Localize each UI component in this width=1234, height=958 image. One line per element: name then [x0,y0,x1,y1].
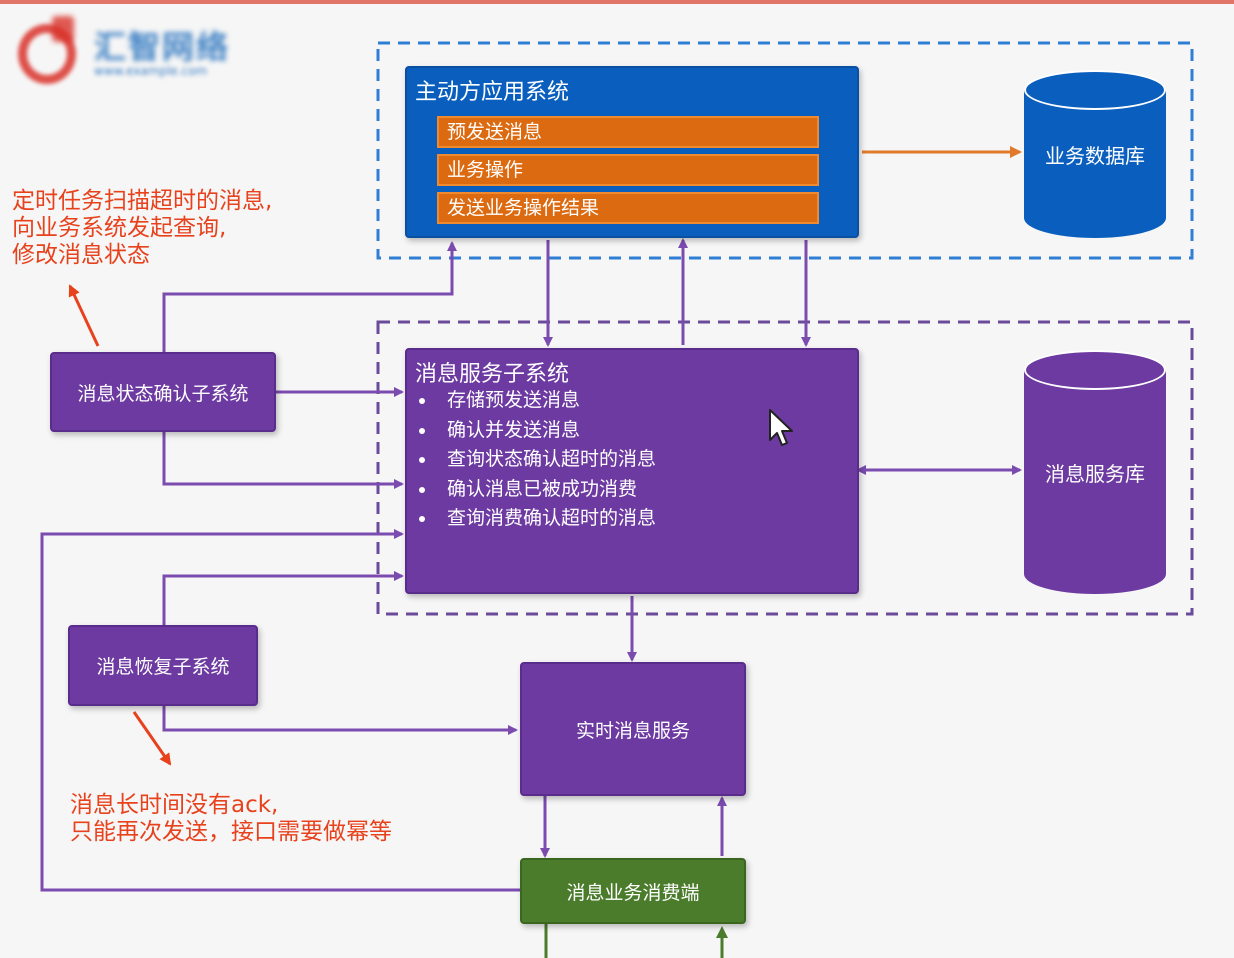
arrow-recovery-to-realtime [162,706,518,735]
business-database-label: 业务数据库 [1045,144,1145,168]
active-app-system: 主动方应用系统 预发送消息 业务操作 发送业务操作结果 [405,66,859,238]
message-recovery-label: 消息恢复子系统 [96,656,230,678]
message-service-database: 消息服务库 [1024,350,1166,594]
realtime-message-service: 实时消息服务 [520,662,746,796]
business-database: 业务数据库 [1024,70,1166,238]
arrow-status-query-business [162,241,457,352]
message-recovery-subsystem: 消息恢复子系统 [68,625,258,706]
group-frame-business [376,41,1194,260]
message-service-title: 消息服务子系统 [415,362,570,387]
logo-subtitle: www.example.com [94,64,208,78]
consumer-stub-arrowhead [716,926,728,938]
step-prepare-send: 预发送消息 [437,116,819,148]
arrow-status-update [162,432,404,489]
arrow-consumer-ack [40,529,520,892]
message-service-database-label: 消息服务库 [1045,462,1145,486]
group-frame-message [376,320,1194,616]
mouse-cursor-icon [769,409,793,446]
annotation-arrow-bottom [132,711,172,766]
message-consumer: 消息业务消费端 [520,858,746,924]
function-item: 查询消费确认超时的消息 [417,504,656,534]
top-accent-line [0,0,1234,4]
annotation-status-check: 定时任务扫描超时的消息, 向业务系统发起查询, 修改消息状态 [12,188,273,268]
active-app-title: 主动方应用系统 [415,80,570,105]
function-item: 查询状态确认超时的消息 [417,445,656,475]
function-item: 确认并发送消息 [417,416,656,446]
function-item: 确认消息已被成功消费 [417,475,656,505]
message-consumer-label: 消息业务消费端 [566,881,700,904]
logo: 汇智网络 www.example.com [18,14,258,84]
annotation-arrow-top [68,284,100,347]
logo-mark [18,24,76,84]
message-service-functions: 存储预发送消息 确认并发送消息 查询状态确认超时的消息 确认消息已被成功消费 查… [417,386,656,534]
step-business-op: 业务操作 [437,154,819,186]
logo-mark-accent [52,16,74,42]
status-confirm-label: 消息状态确认子系统 [77,382,249,405]
function-item: 存储预发送消息 [417,386,656,416]
arrow-recovery-to-service [162,571,404,625]
annotation-resend-idempotent: 消息长时间没有ack, 只能再次发送，接口需要做幂等 [70,792,392,845]
step-send-result: 发送业务操作结果 [437,192,819,224]
status-confirm-subsystem: 消息状态确认子系统 [50,352,276,432]
realtime-message-label: 实时消息服务 [575,719,690,742]
message-service-subsystem: 消息服务子系统 存储预发送消息 确认并发送消息 查询状态确认超时的消息 确认消息… [405,348,859,594]
